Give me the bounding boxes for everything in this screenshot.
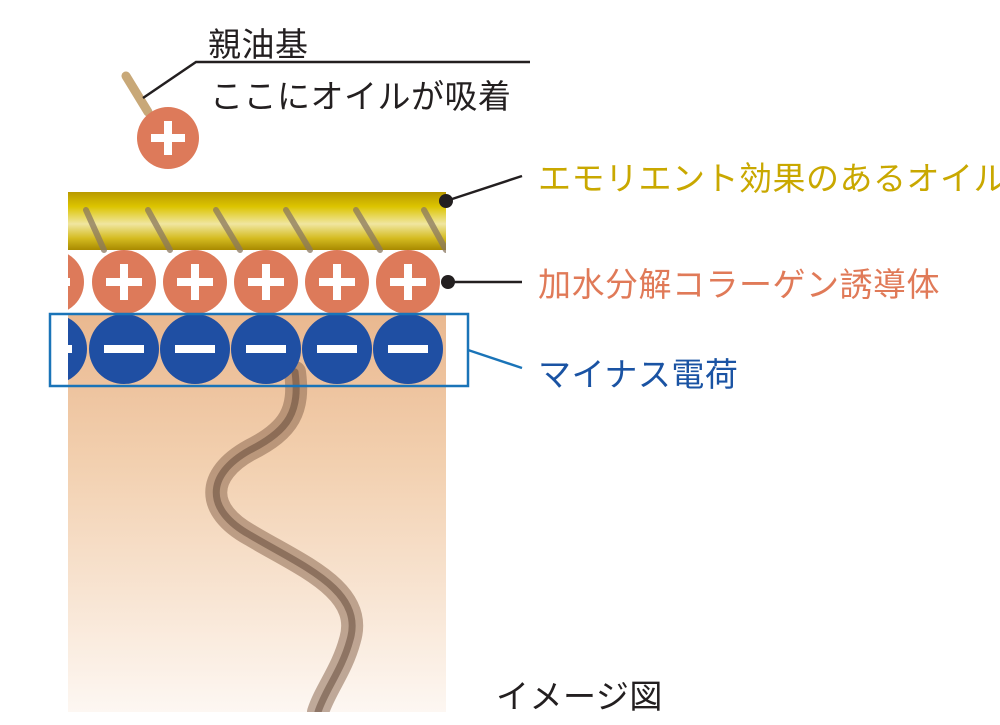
minus-charge-icon — [231, 314, 301, 384]
emollient-oil-label: エモリエント効果のあるオイル — [538, 159, 1000, 198]
minus-charge-icon — [302, 314, 372, 384]
negative-row — [68, 314, 443, 384]
hydrolyzed-collagen-label: 加水分解コラーゲン誘導体 — [538, 265, 940, 304]
plus-charge-icon — [163, 250, 227, 314]
leader-dot-collagen — [441, 275, 455, 289]
plus-charge-icon — [234, 250, 298, 314]
lipophilic-tails — [83, 207, 446, 253]
plus-charge-icon — [376, 250, 440, 314]
lipophilic-molecule — [121, 71, 199, 169]
plus-charge-icon — [305, 250, 369, 314]
minus-charge-icon — [373, 314, 443, 384]
plus-charge-icon — [68, 254, 84, 310]
minus-charge-icon — [68, 317, 87, 381]
plus-charge-icon — [92, 250, 156, 314]
minus-charge-icon — [160, 314, 230, 384]
leader-line-negative — [467, 348, 523, 370]
leader-line-oil — [445, 174, 523, 203]
positive-row — [68, 250, 440, 314]
negative-charge-label: マイナス電荷 — [538, 355, 739, 394]
minus-charge-icon — [89, 314, 159, 384]
leader-dot-oil — [439, 194, 453, 208]
lipophilic-desc-label: ここにオイルが吸着 — [210, 77, 512, 116]
leader-line-lipophilic — [142, 60, 530, 100]
oil-layer — [68, 192, 446, 250]
lipophilic-title-label: 親油基 — [208, 25, 309, 64]
plus-charge-icon — [137, 107, 199, 169]
image-note-label: イメージ図 — [496, 677, 663, 716]
